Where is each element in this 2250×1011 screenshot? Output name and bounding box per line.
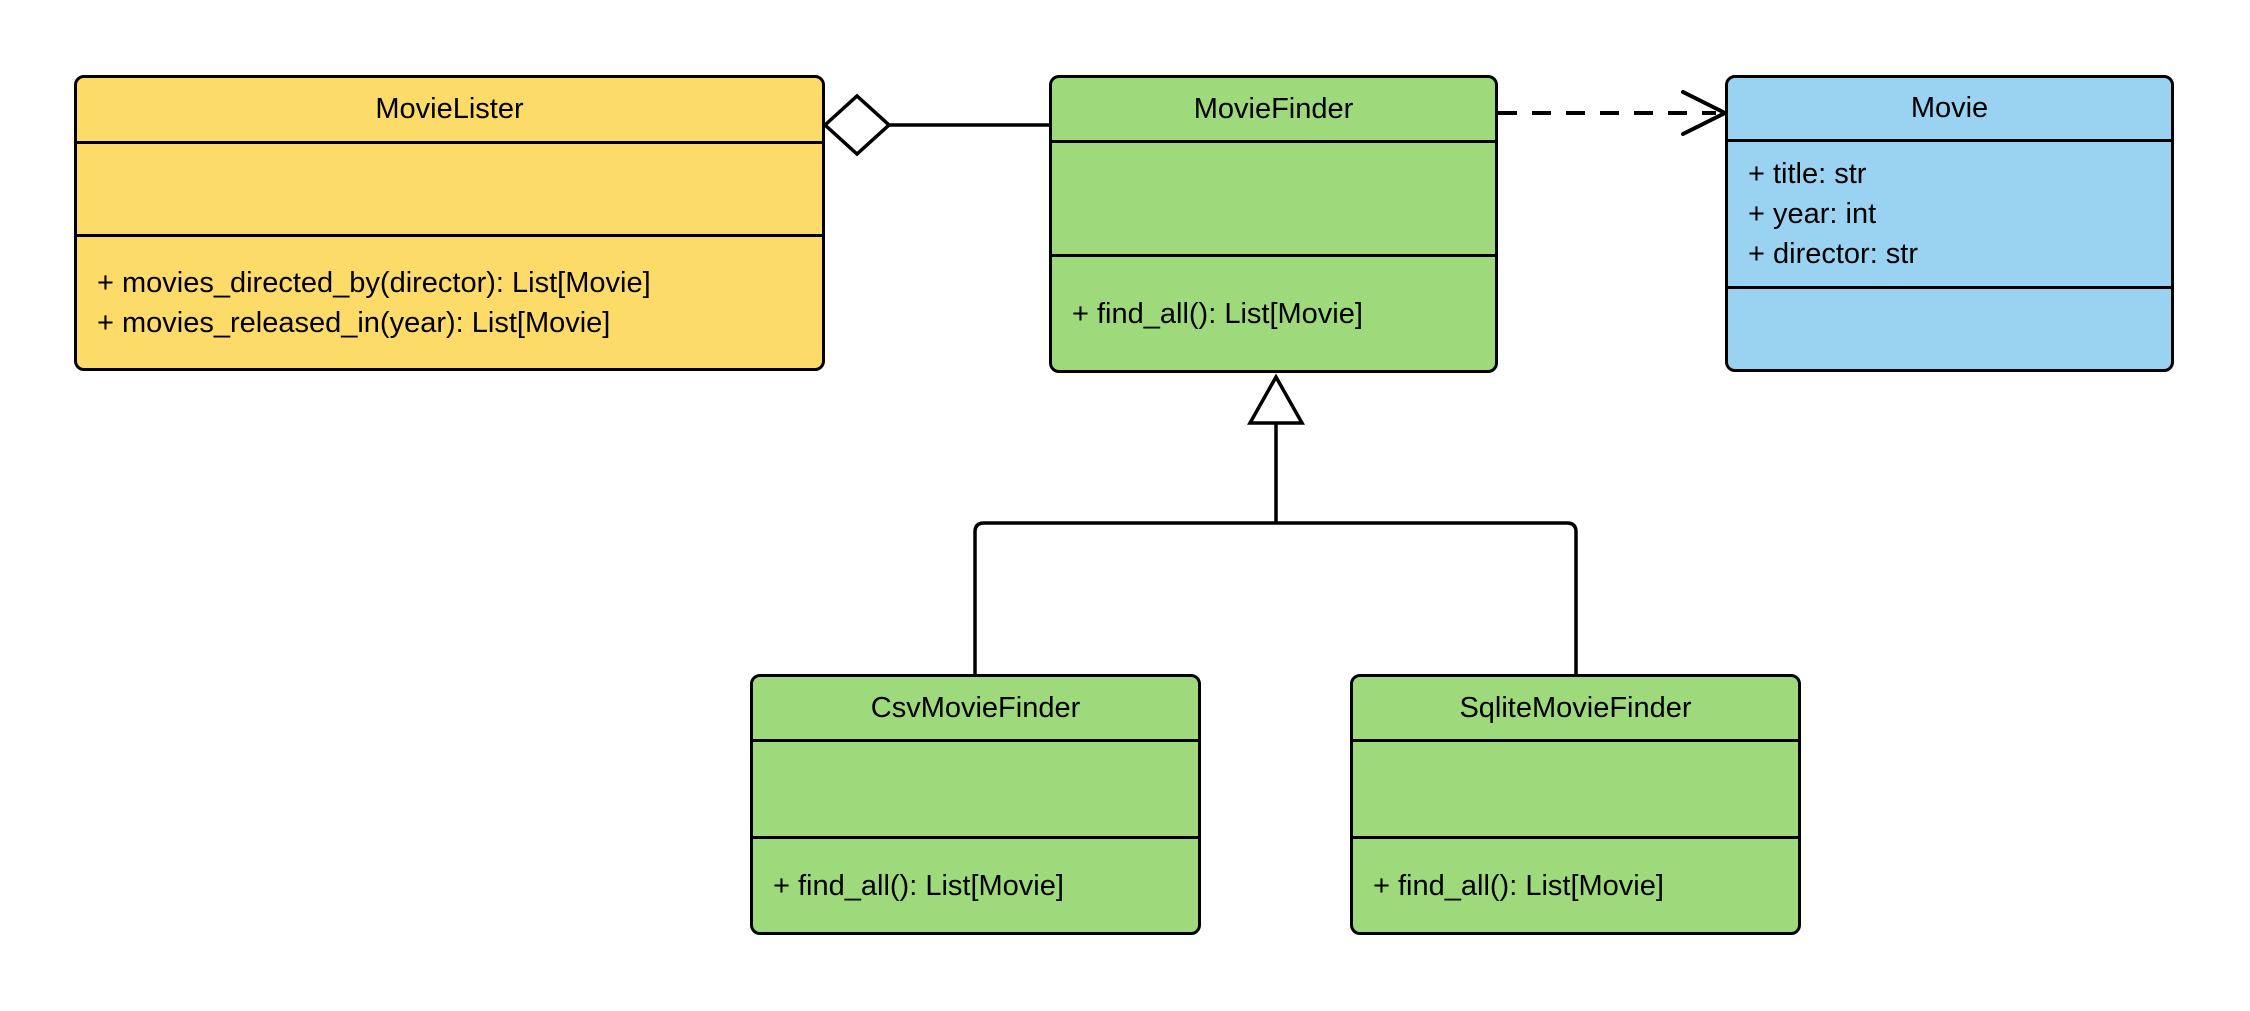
- generalization-branch-line: [973, 521, 1578, 674]
- class-attributes: + title: str + year: int + director: str: [1728, 142, 2171, 289]
- class-box-csvmoviefinder: CsvMovieFinder + find_all(): List[Movie]: [750, 674, 1201, 935]
- class-methods: + find_all(): List[Movie]: [753, 839, 1198, 932]
- aggregation-diamond-icon: [822, 93, 892, 157]
- class-methods: + find_all(): List[Movie]: [1353, 839, 1798, 932]
- aggregation-edge-movielister-moviefinder: [822, 93, 1049, 157]
- class-name: MovieFinder: [1193, 92, 1354, 125]
- class-attributes: [77, 144, 822, 237]
- attribute-line: + year: int: [1748, 198, 1877, 230]
- class-title: MovieLister: [77, 78, 822, 144]
- class-methods: + movies_directed_by(director): List[Mov…: [77, 237, 822, 368]
- attribute-line: + director: str: [1748, 238, 1919, 270]
- class-title: CsvMovieFinder: [753, 677, 1198, 742]
- generalization-triangle-icon: [1247, 373, 1305, 425]
- method-line: + find_all(): List[Movie]: [1373, 869, 1664, 902]
- class-name: CsvMovieFinder: [870, 691, 1081, 724]
- class-box-movielister: MovieLister + movies_directed_by(directo…: [74, 75, 825, 371]
- method-line: + movies_released_in(year): List[Movie]: [97, 306, 611, 339]
- class-name: SqliteMovieFinder: [1459, 691, 1692, 724]
- class-attributes: [1353, 742, 1798, 839]
- class-name: MovieLister: [375, 93, 524, 125]
- class-attributes: [753, 742, 1198, 839]
- class-title: Movie: [1728, 78, 2171, 142]
- class-name: Movie: [1910, 92, 1989, 124]
- class-attributes: [1052, 143, 1495, 257]
- attribute-line: + title: str: [1748, 158, 1867, 190]
- class-box-movie: Movie + title: str + year: int + directo…: [1725, 75, 2174, 372]
- generalization-edges-to-moviefinder: [973, 373, 1578, 674]
- method-line: + movies_directed_by(director): List[Mov…: [97, 266, 651, 299]
- class-methods: + find_all(): List[Movie]: [1052, 257, 1495, 370]
- class-title: MovieFinder: [1052, 78, 1495, 143]
- class-title: SqliteMovieFinder: [1353, 677, 1798, 742]
- method-line: + find_all(): List[Movie]: [773, 869, 1064, 902]
- dependency-open-arrow-icon: [1681, 90, 1727, 136]
- class-box-sqlitemoviefinder: SqliteMovieFinder + find_all(): List[Mov…: [1350, 674, 1801, 935]
- dependency-edge-moviefinder-movie: [1498, 90, 1727, 136]
- method-line: + find_all(): List[Movie]: [1072, 297, 1363, 330]
- class-box-moviefinder: MovieFinder + find_all(): List[Movie]: [1049, 75, 1498, 373]
- class-methods: [1728, 289, 2171, 369]
